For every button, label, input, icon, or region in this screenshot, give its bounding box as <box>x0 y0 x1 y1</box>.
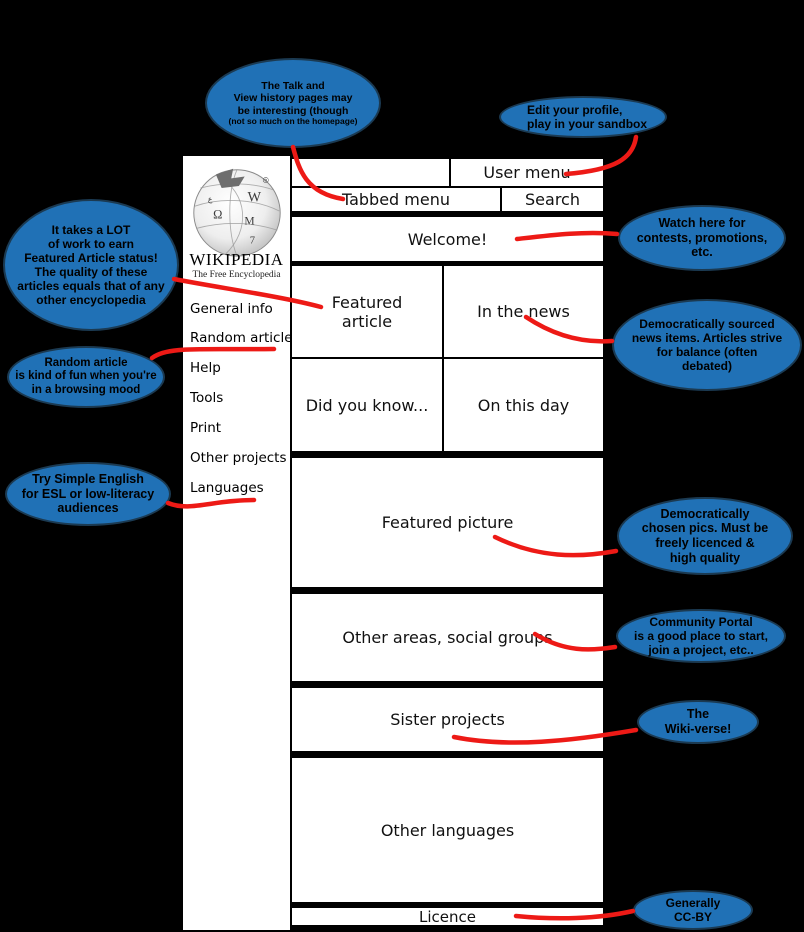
svg-text:7: 7 <box>250 236 255 247</box>
wireframe-in-the-news: In the news <box>442 264 605 359</box>
annotation-note: (not so much on the homepage) <box>228 115 358 126</box>
annotation-bubble-edit-profile: Edit your profile, play in your sandbox <box>499 96 667 138</box>
sidebar-item-help: Help <box>190 360 221 376</box>
annotation-bubble-cc-by: Generally CC-BY <box>633 890 753 930</box>
wireframe-empty-cell <box>290 157 451 188</box>
annotation-bubble-featured-article-work: It takes a LOT of work to earn Featured … <box>3 199 179 331</box>
annotation-bubble-simple-english: Try Simple English for ESL or low-litera… <box>5 462 171 526</box>
wikipedia-wordmark: WIKIPEDIA <box>189 250 284 269</box>
annotation-text: Generally CC-BY <box>665 895 721 924</box>
wireframe-featured-article: Featured article <box>290 264 444 359</box>
annotation-text: Try Simple English for ESL or low-litera… <box>21 471 155 516</box>
svg-text:ع: ع <box>208 194 213 203</box>
wireframe-tabbed-menu: Tabbed menu <box>290 186 502 213</box>
sidebar-item-tools: Tools <box>190 390 224 406</box>
wireframe-sister-projects: Sister projects <box>290 686 605 753</box>
wireframe-did-you-know: Did you know... <box>290 357 444 453</box>
sidebar-item-other-projects: Other projects <box>190 450 287 466</box>
wireframe-featured-picture: Featured picture <box>290 456 605 589</box>
wireframe-welcome: Welcome! <box>290 215 605 263</box>
sidebar-item-random-article: Random article <box>190 330 293 346</box>
wireframe-search: Search <box>500 186 605 213</box>
annotation-text: The Talk and View history pages may be i… <box>233 79 353 117</box>
annotation-text: Democratically chosen pics. Must be free… <box>641 506 769 565</box>
svg-text:Ω: Ω <box>213 208 222 222</box>
annotation-text: Democratically sourced news items. Artic… <box>631 316 783 374</box>
wikipedia-globe-logo: W Ω M 7 ◎ ع <box>189 163 285 259</box>
annotation-text: It takes a LOT of work to earn Featured … <box>17 222 165 308</box>
wireframe-licence: Licence <box>290 906 605 927</box>
sidebar-item-print: Print <box>190 420 222 436</box>
sidebar-item-languages: Languages <box>190 480 264 496</box>
annotation-bubble-random-article: Random article is kind of fun when you'r… <box>7 346 165 408</box>
wikipedia-tagline: The Free Encyclopedia <box>192 270 281 280</box>
annotation-bubble-wiki-verse: The Wiki-verse! <box>637 700 759 744</box>
wireframe-other-areas: Other areas, social groups <box>290 592 605 683</box>
svg-text:◎: ◎ <box>262 175 269 184</box>
svg-text:M: M <box>244 215 254 227</box>
annotation-bubble-chosen-pics: Democratically chosen pics. Must be free… <box>617 497 793 575</box>
annotation-text: The Wiki-verse! <box>664 707 732 736</box>
annotation-text: Edit your profile, play in your sandbox <box>527 102 648 131</box>
annotation-text: Watch here for contests, promotions, etc… <box>636 215 768 260</box>
sidebar-item-general-info: General info <box>190 301 273 317</box>
annotation-bubble-contests: Watch here for contests, promotions, etc… <box>618 205 786 271</box>
wireframe-other-languages: Other languages <box>290 756 605 904</box>
wireframe-on-this-day: On this day <box>442 357 605 453</box>
wireframe-user-menu: User menu <box>449 157 605 188</box>
annotation-text: Random article is kind of fun when you'r… <box>15 356 157 396</box>
annotation-bubble-news-items: Democratically sourced news items. Artic… <box>612 299 802 391</box>
annotation-text: Community Portal is a good place to star… <box>633 614 769 658</box>
svg-text:W: W <box>247 189 261 205</box>
annotation-bubble-talk-history: The Talk and View history pages may be i… <box>205 58 381 148</box>
annotation-bubble-community-portal: Community Portal is a good place to star… <box>616 609 786 663</box>
